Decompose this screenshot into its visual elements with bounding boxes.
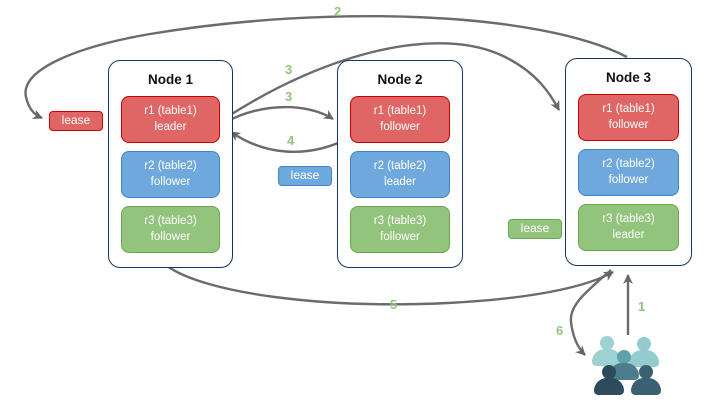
replica-role: follower (380, 230, 420, 243)
node-2: Node 2 r1 (table1) follower r2 (table2) … (337, 60, 463, 268)
replica-role: leader (384, 175, 416, 188)
node-3-title: Node 3 (605, 70, 651, 85)
lease-badge-table2: lease (278, 166, 332, 186)
person-front-left-icon (594, 365, 624, 397)
replica-name: r2 (table2) (373, 160, 427, 173)
replica-role: follower (150, 230, 191, 243)
step-label-6: 6 (556, 323, 564, 338)
step-label-4: 4 (287, 133, 295, 148)
replica-name: r3 (table3) (144, 215, 197, 228)
replica-role: follower (380, 120, 420, 133)
replica-name: r1 (table1) (144, 105, 197, 118)
node-2-replica-r1: r1 (table1) follower (350, 96, 450, 143)
node-1-replica-r2: r2 (table2) follower (121, 151, 220, 198)
replica-role: follower (608, 173, 649, 186)
person-back-right-icon (629, 337, 659, 369)
lease-badge-table3: lease (508, 219, 562, 239)
node-1-replica-r1: r1 (table1) leader (121, 96, 220, 143)
person-middle-icon (609, 350, 639, 382)
replica-name: r3 (table3) (373, 215, 427, 228)
step-label-2: 2 (334, 4, 342, 19)
node-2-title: Node 2 (377, 72, 423, 87)
person-front-right-icon (631, 365, 661, 397)
replica-role: follower (150, 175, 191, 188)
node-1-title: Node 1 (147, 72, 193, 87)
node-1-replica-r3: r3 (table3) follower (121, 206, 220, 253)
person-back-left-icon (592, 336, 622, 368)
replica-role: leader (154, 120, 187, 133)
node-2-replica-r3: r3 (table3) follower (350, 206, 450, 253)
node-3: Node 3 r1 (table1) follower r2 (table2) … (565, 58, 692, 266)
step-label-5: 5 (390, 297, 398, 312)
step-label-3a: 3 (285, 62, 293, 77)
replica-name: r3 (table3) (602, 213, 655, 226)
node-2-replica-r2: r2 (table2) leader (350, 151, 450, 198)
node-3-replica-r1: r1 (table1) follower (578, 94, 679, 141)
replica-name: r1 (table1) (373, 105, 427, 118)
node-3-replica-r2: r2 (table2) follower (578, 149, 679, 196)
replica-name: r2 (table2) (144, 160, 197, 173)
users-icon (592, 334, 668, 397)
node-1: Node 1 r1 (table1) leader r2 (table2) fo… (108, 60, 233, 268)
step-label-3b: 3 (285, 89, 293, 104)
lease-badge-table1: lease (49, 111, 103, 131)
replica-role: follower (608, 118, 649, 131)
step-label-1: 1 (638, 299, 646, 314)
replica-role: leader (612, 228, 645, 241)
arrow-step3-node1-to-node2 (223, 105, 334, 125)
node-3-replica-r3: r3 (table3) leader (578, 204, 679, 251)
replica-name: r1 (table1) (602, 103, 655, 116)
replica-name: r2 (table2) (602, 158, 655, 171)
